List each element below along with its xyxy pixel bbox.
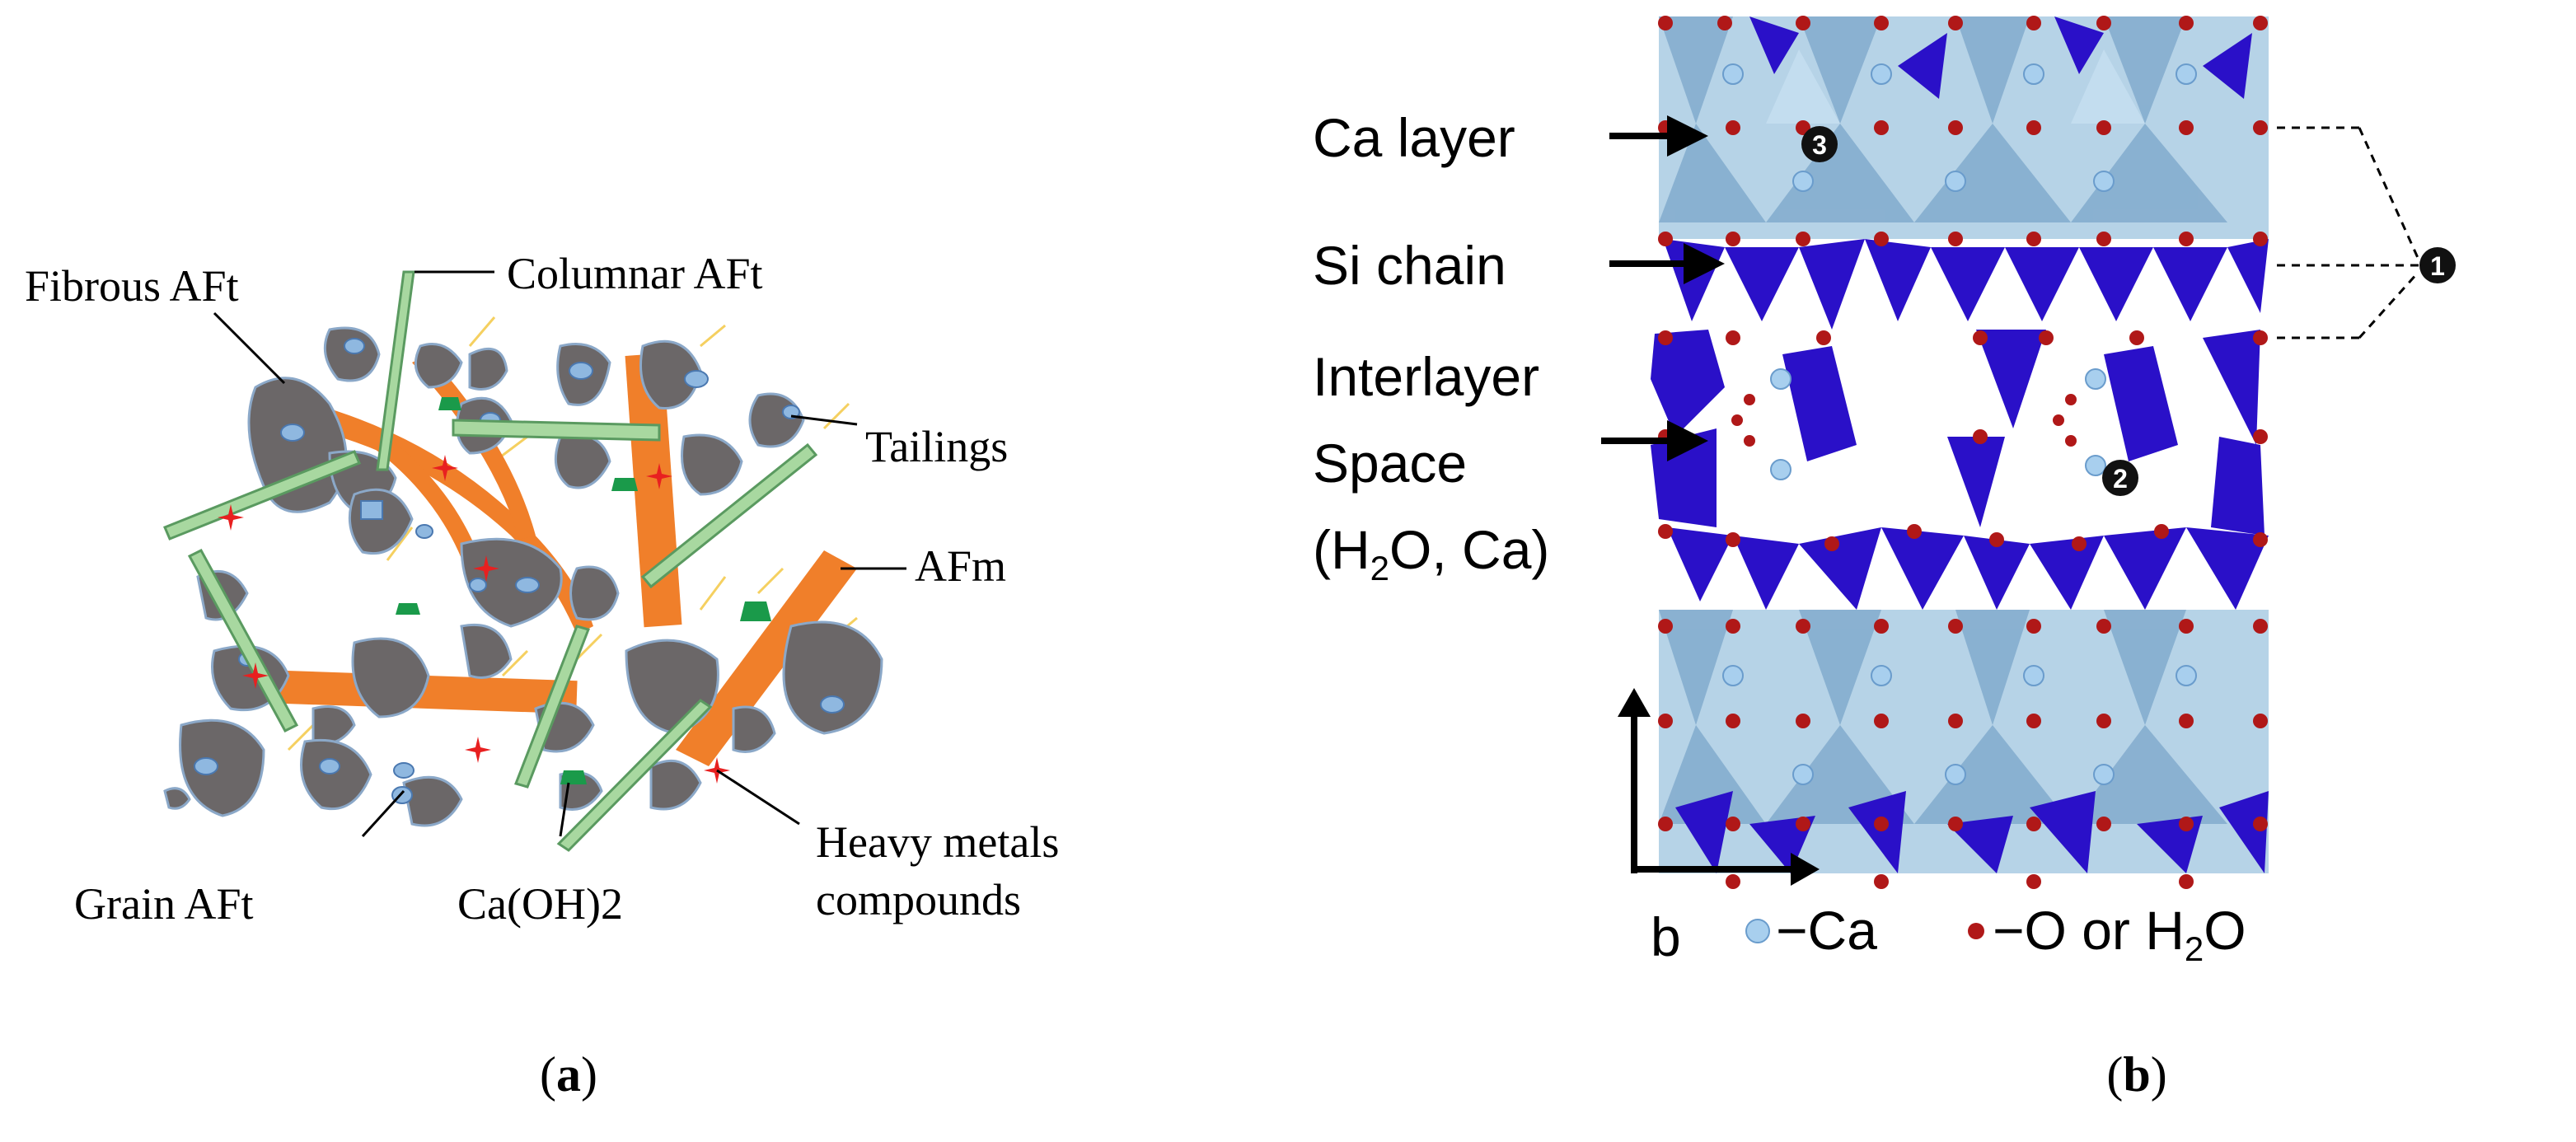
panel-b-csh-structure: 3 2 1 — [1288, 0, 2576, 1142]
label-columnar-aft: Columnar AFt — [507, 249, 763, 298]
label-interlayer-line3: (H2O, Ca) — [1313, 519, 1549, 587]
bottom-ca-layer-octahedra — [1659, 610, 2269, 873]
marker-1 — [2419, 247, 2456, 283]
microstructure-diagram: Fibrous AFt Columnar AFt Tailings AFm Gr… — [25, 249, 1059, 929]
top-ca-layer-octahedra — [1659, 16, 2269, 239]
numbered-markers: 3 2 1 — [1801, 126, 2456, 496]
lower-si-chain — [1667, 527, 2269, 610]
legend-o-label: −O or H2O — [1993, 900, 2246, 968]
needle-crystals — [287, 316, 858, 751]
svg-text:2: 2 — [2113, 464, 2128, 494]
label-caoh2: Ca(OH)2 — [457, 879, 623, 929]
legend-ca-label: −Ca — [1776, 900, 1877, 961]
oxygen-atoms — [1658, 16, 2268, 889]
leader-lines — [213, 270, 906, 838]
panel-b-labels: Ca layer Si chain Interlayer Space (H2O,… — [1313, 107, 1681, 967]
label-heavy-metals-line1: Heavy metals — [816, 817, 1059, 867]
legend-ca-symbol — [1745, 919, 1770, 943]
interlayer-tetrahedra — [1651, 330, 2265, 536]
label-interlayer-line2: Space — [1313, 433, 1467, 494]
axis-arrows — [1618, 688, 1820, 886]
calcium-atoms — [1722, 63, 2197, 785]
upper-si-chain — [1663, 239, 2269, 330]
panel-a-labels: Fibrous AFt Columnar AFt Tailings AFm Gr… — [25, 249, 1059, 929]
label-ca-layer: Ca layer — [1313, 107, 1515, 168]
label-fibrous-aft: Fibrous AFt — [25, 261, 239, 311]
caoh2-crystals — [396, 397, 771, 784]
svg-text:3: 3 — [1812, 130, 1827, 160]
legend-o-symbol — [1968, 923, 1984, 939]
crystal-structure-diagram: 3 2 1 — [1313, 16, 2456, 968]
axis-label-b: b — [1651, 906, 1681, 967]
label-afm: AFm — [915, 541, 1006, 591]
label-tailings: Tailings — [865, 422, 1008, 471]
pointer-arrows — [1601, 115, 1725, 461]
legend: −Ca −O or H2O — [1745, 900, 2246, 968]
label-interlayer-line1: Interlayer — [1313, 346, 1539, 407]
tailings-particles — [163, 326, 883, 827]
grain-aft-particles — [194, 338, 845, 804]
columnar-aft-rods — [163, 270, 818, 852]
label-grain-aft: Grain AFt — [74, 879, 254, 929]
marker-2 — [2102, 460, 2138, 496]
panel-a-microstructure: Fibrous AFt Columnar AFt Tailings AFm Gr… — [25, 249, 1059, 1102]
label-heavy-metals-line2: compounds — [816, 875, 1021, 924]
caption-b: (b) — [2106, 1047, 2167, 1102]
label-si-chain: Si chain — [1313, 235, 1506, 296]
svg-text:1: 1 — [2430, 251, 2445, 281]
caption-a: (a) — [540, 1047, 597, 1102]
marker-1-bracket — [2277, 126, 2420, 339]
marker-3 — [1801, 126, 1838, 162]
